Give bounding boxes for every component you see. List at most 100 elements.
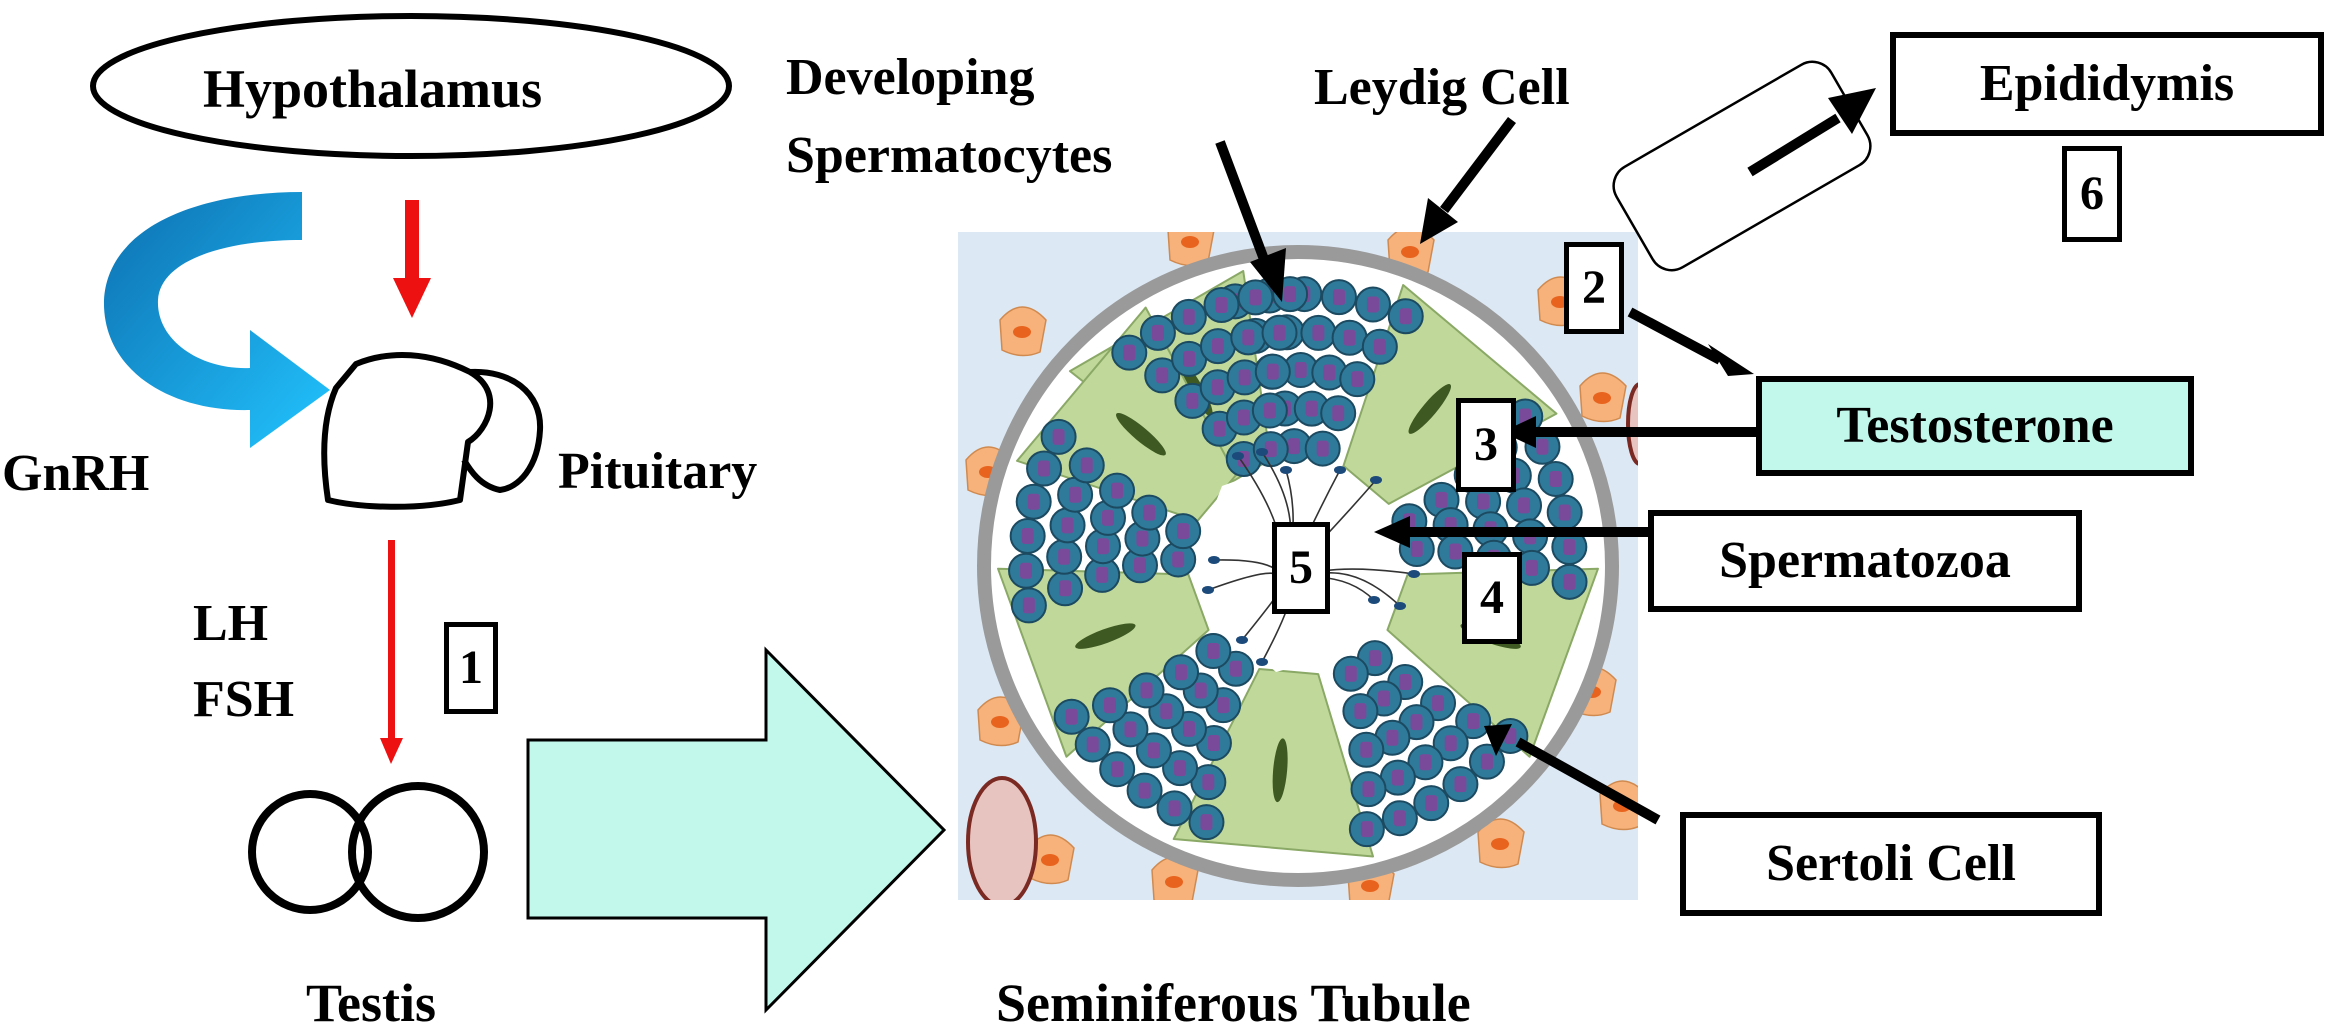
spermatocyte <box>1300 314 1337 351</box>
spermatocyte <box>1162 750 1199 787</box>
hypothalamus-label: Hypothalamus <box>203 59 543 119</box>
spermatocyte <box>1009 517 1046 554</box>
spermatocyte <box>1551 563 1588 600</box>
spermatocyte <box>1131 494 1168 531</box>
spermatocyte <box>1320 395 1357 432</box>
spermatocyte <box>1354 286 1391 323</box>
spermatocyte <box>1348 731 1385 768</box>
spermatocyte <box>1304 430 1341 467</box>
epididymis-box: Epididymis <box>1890 32 2324 136</box>
testis-label: Testis <box>306 973 437 1033</box>
spermatocyte <box>1068 447 1105 484</box>
step-3-box: 3 <box>1456 398 1516 492</box>
spermatocyte <box>1026 450 1063 487</box>
pituitary-label: Pituitary <box>558 443 758 500</box>
fsh-label: FSH <box>193 671 295 728</box>
spermatocyte <box>1361 328 1398 365</box>
spermatocyte <box>1188 804 1225 841</box>
sertoli-cell-box: Sertoli Cell <box>1680 812 2102 916</box>
spermatocyte <box>1190 764 1227 801</box>
spermatocyte <box>1046 538 1083 575</box>
step-1-box: 1 <box>444 622 498 714</box>
spermatocyte <box>1091 687 1128 724</box>
arrow-to-sertoli <box>1484 724 1661 825</box>
spermatocyte <box>1348 811 1385 848</box>
spermatozoon <box>1208 556 1273 569</box>
spermatocyte <box>1163 654 1200 691</box>
spermatocyte <box>1010 587 1047 624</box>
spermatocyte <box>1199 328 1236 365</box>
spermatocyte <box>1135 732 1172 769</box>
spermatocyte <box>1342 693 1379 730</box>
spermatocyte <box>1379 759 1416 796</box>
spermatocyte <box>1387 298 1424 335</box>
spermatocyte <box>1040 418 1077 455</box>
spermatocyte <box>1442 766 1479 803</box>
spermatocyte <box>1099 751 1136 788</box>
spermatocyte <box>1237 279 1274 316</box>
spermatocyte <box>1170 298 1207 335</box>
spermatocyte <box>1112 711 1149 748</box>
lh-label: LH <box>193 595 269 652</box>
spermatocyte <box>1261 314 1298 351</box>
step-5-box: 5 <box>1272 522 1330 614</box>
big-arrow-to-tubule <box>526 646 947 1014</box>
step-3-number: 3 <box>1474 418 1498 471</box>
developing-spermatocytes <box>1008 276 1588 848</box>
pituitary-icon <box>321 351 544 510</box>
epididymis-outline <box>1612 60 1872 272</box>
sertoli-cell <box>1342 284 1558 505</box>
leydig-cell <box>1027 834 1075 885</box>
sertoli-cell-label: Sertoli Cell <box>1766 835 2016 892</box>
spermatocyte <box>1074 726 1111 763</box>
blood-vessel <box>966 776 1038 900</box>
spermatocyte <box>1128 672 1165 709</box>
spermatocyte <box>1160 541 1197 578</box>
spermatozoon <box>1202 572 1275 594</box>
sertoli-cell <box>997 567 1210 758</box>
spermatozoa-cells <box>1202 448 1420 666</box>
spermatocyte <box>1156 790 1193 827</box>
arrow-to-spermatocytes <box>1215 140 1286 302</box>
spermatocyte <box>1171 340 1208 377</box>
spermatocyte <box>1126 772 1163 809</box>
spermatocyte <box>1144 357 1181 394</box>
spermatocyte <box>1350 771 1387 808</box>
gnrh-label: GnRH <box>2 445 150 502</box>
step-5-number: 5 <box>1289 541 1313 594</box>
spermatocyte <box>1506 487 1543 524</box>
testosterone-box: Testosterone <box>1756 376 2194 476</box>
step-4-number: 4 <box>1480 571 1504 624</box>
spermatocyte <box>1122 547 1159 584</box>
spermatocyte <box>1203 286 1240 323</box>
spermatocyte <box>1381 800 1418 837</box>
spermatocyte <box>1320 279 1357 316</box>
step-4-box: 4 <box>1462 552 1522 644</box>
leydig-cell <box>1579 372 1627 423</box>
spermatocyte <box>1053 698 1090 735</box>
testis-icon <box>248 782 488 922</box>
pointer-arrows <box>1215 88 1876 825</box>
step-6-box: 6 <box>2062 146 2122 242</box>
arrow-to-leydig <box>1420 116 1516 244</box>
leydig-cell <box>1167 232 1215 267</box>
spermatocyte <box>1311 354 1348 391</box>
spermatocyte <box>1049 507 1086 544</box>
spermatocyte <box>1047 570 1084 607</box>
epididymis-label: Epididymis <box>1979 55 2235 112</box>
leydig-cell <box>999 306 1047 357</box>
leydig-cell-label: Leydig Cell <box>1314 59 1570 116</box>
developing-spermatocytes-label-line2: Spermatocytes <box>786 127 1113 184</box>
step-1-number: 1 <box>459 641 483 694</box>
spermatocyte <box>1332 655 1369 692</box>
arrow-testosterone-to-box3 <box>1502 416 1756 448</box>
step-2-box: 2 <box>1564 242 1624 334</box>
spermatocyte <box>1195 633 1232 670</box>
spermatocyte <box>1331 319 1368 356</box>
testosterone-label: Testosterone <box>1836 397 2114 454</box>
red-arrow-pituitary-to-testis <box>380 540 403 764</box>
spermatocyte <box>1089 499 1126 536</box>
spermatocyte <box>1230 319 1267 356</box>
spermatocyte <box>1139 314 1176 351</box>
